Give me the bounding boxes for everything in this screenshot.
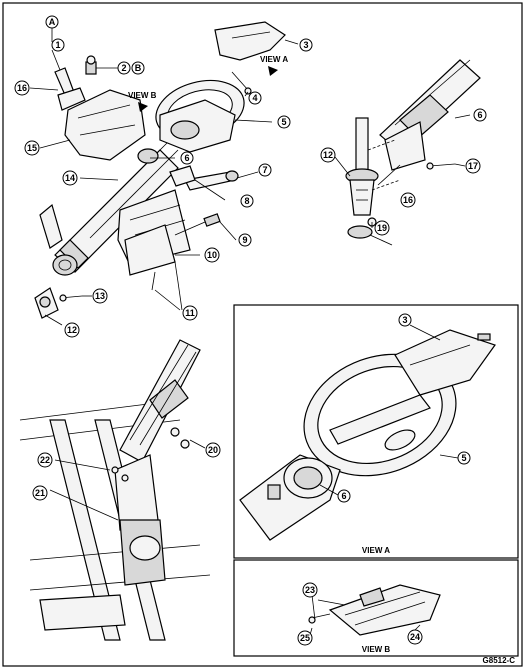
callout-7: 7 xyxy=(258,163,272,177)
callout-8: 8 xyxy=(240,194,254,208)
figure-code: G8512-C xyxy=(483,656,516,665)
callout-23: 23 xyxy=(302,582,318,598)
steering-wheel-exploded xyxy=(137,21,286,164)
callout-12-right: 12 xyxy=(320,147,336,163)
svg-text:17: 17 xyxy=(468,161,478,171)
callout-9: 9 xyxy=(238,233,252,247)
callout-6-right: 6 xyxy=(473,108,487,122)
callout-22: 22 xyxy=(37,452,53,468)
svg-text:7: 7 xyxy=(262,165,267,175)
svg-text:20: 20 xyxy=(208,445,218,455)
callout-17: 17 xyxy=(465,158,481,174)
callout-15: 15 xyxy=(24,140,40,156)
svg-text:16: 16 xyxy=(403,195,413,205)
svg-text:10: 10 xyxy=(207,250,217,260)
view-a-arrow xyxy=(268,66,278,76)
view-a-label-inset: VIEW A xyxy=(362,546,390,555)
svg-text:12: 12 xyxy=(323,150,333,160)
svg-text:21: 21 xyxy=(35,488,45,498)
callout-12: 12 xyxy=(64,322,80,338)
callout-6: 6 xyxy=(180,151,194,165)
view-a-inset-frame xyxy=(233,304,519,559)
view-a-inset-drawing xyxy=(239,329,496,541)
callout-13: 13 xyxy=(92,288,108,304)
callout-25: 25 xyxy=(297,630,313,646)
svg-text:A: A xyxy=(49,17,56,27)
callout-10: 10 xyxy=(204,247,220,263)
svg-text:19: 19 xyxy=(377,223,387,233)
svg-text:3: 3 xyxy=(402,315,407,325)
svg-text:23: 23 xyxy=(305,585,315,595)
svg-text:3: 3 xyxy=(303,40,308,50)
callout-B: B xyxy=(131,61,145,75)
svg-text:15: 15 xyxy=(27,143,37,153)
svg-text:9: 9 xyxy=(242,235,247,245)
callout-16-right: 16 xyxy=(400,192,416,208)
callout-19: 19 xyxy=(374,220,390,236)
column-shaft-detail xyxy=(345,59,481,246)
view-b-arrow xyxy=(138,102,148,112)
svg-text:2: 2 xyxy=(121,63,126,73)
view-b-inset-frame xyxy=(233,559,519,657)
view-label-group: VIEW A VIEW B VIEW A VIEW B xyxy=(128,55,390,654)
svg-text:4: 4 xyxy=(252,93,257,103)
callout-3-view-a: 3 xyxy=(398,313,412,327)
svg-text:8: 8 xyxy=(244,196,249,206)
svg-text:5: 5 xyxy=(461,453,466,463)
svg-text:11: 11 xyxy=(185,308,195,318)
callout-16: 16 xyxy=(14,80,30,96)
callout-1: 1 xyxy=(51,38,65,52)
svg-text:B: B xyxy=(135,63,142,73)
callout-2: 2 xyxy=(117,61,131,75)
exploded-column-assembly xyxy=(34,55,239,319)
callout-5: 5 xyxy=(277,115,291,129)
svg-text:12: 12 xyxy=(67,325,77,335)
view-b-inset-drawing xyxy=(308,584,441,636)
callout-14: 14 xyxy=(62,170,78,186)
svg-text:5: 5 xyxy=(281,117,286,127)
installed-column-assembly xyxy=(19,339,211,641)
callout-4: 4 xyxy=(248,91,262,105)
callout-6-view-a: 6 xyxy=(337,489,351,503)
svg-text:13: 13 xyxy=(95,291,105,301)
callout-21: 21 xyxy=(32,485,48,501)
svg-text:16: 16 xyxy=(17,83,27,93)
callout-A: A xyxy=(45,15,59,29)
view-a-label-top: VIEW A xyxy=(260,55,288,64)
callout-3: 3 xyxy=(299,38,313,52)
callout-11: 11 xyxy=(182,305,198,321)
svg-text:1: 1 xyxy=(55,40,60,50)
svg-text:6: 6 xyxy=(341,491,346,501)
callout-20: 20 xyxy=(205,442,221,458)
leader-lines xyxy=(29,28,471,636)
svg-text:6: 6 xyxy=(477,110,482,120)
svg-text:24: 24 xyxy=(410,632,420,642)
svg-text:22: 22 xyxy=(40,455,50,465)
view-b-label-top: VIEW B xyxy=(128,91,157,100)
svg-text:25: 25 xyxy=(300,633,310,643)
callout-5-view-a: 5 xyxy=(457,451,471,465)
callout-24: 24 xyxy=(407,629,423,645)
svg-text:6: 6 xyxy=(184,153,189,163)
svg-text:14: 14 xyxy=(65,173,75,183)
view-b-label-inset: VIEW B xyxy=(362,645,391,654)
callout-markers: A 1 2 B 3 4 5 6 xyxy=(14,15,487,646)
